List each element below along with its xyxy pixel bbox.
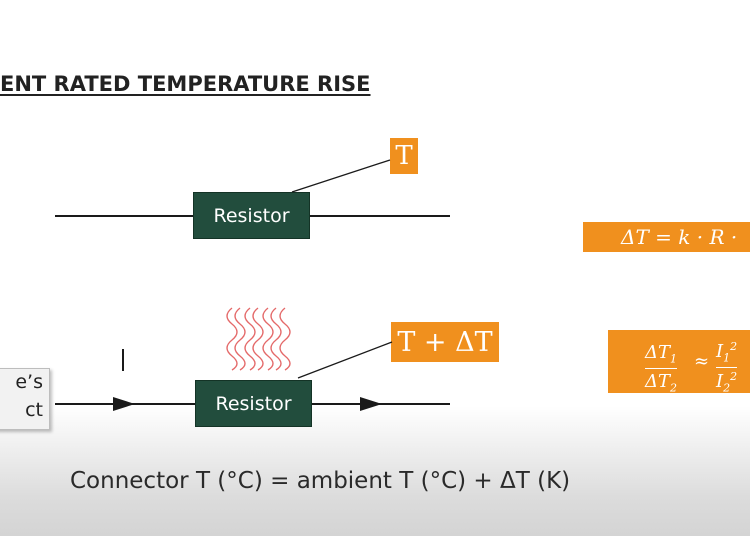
- rhs-denominator: I: [716, 371, 724, 393]
- temperature-rise-label: T + ΔT: [391, 322, 499, 362]
- ratio-right-fraction: I12 I22: [716, 340, 738, 393]
- ratio-left-bar: [645, 367, 678, 370]
- bottom-leader-line: [297, 341, 393, 379]
- bottom-resistor: Resistor: [195, 380, 312, 427]
- temperature-label: T: [390, 138, 418, 174]
- page-title: ENT RATED TEMPERATURE RISE: [0, 72, 371, 96]
- formula-ratio: ΔT1 ΔT2 ≈ I12 I22: [608, 330, 750, 393]
- current-arrow-left: [113, 397, 135, 411]
- ratio-numerator: ΔT: [645, 342, 671, 363]
- side-card-line-2: ct: [25, 399, 43, 421]
- current-symbol: [122, 349, 124, 371]
- ratio-denominator: ΔT: [645, 371, 671, 393]
- bottom-gradient: [0, 406, 750, 536]
- top-resistor: Resistor: [193, 192, 310, 239]
- rhs-numerator: I: [716, 341, 724, 362]
- current-arrow-right: [360, 397, 382, 411]
- ratio-denominator-sub: 2: [670, 381, 678, 393]
- rhs-denominator-sub: 2: [723, 381, 731, 393]
- side-card-line-1: e’s: [15, 371, 43, 393]
- rhs-numerator-sub: 1: [723, 351, 731, 365]
- top-wire-left: [55, 215, 195, 217]
- ratio-right-bar: [716, 366, 738, 369]
- top-leader-line: [291, 159, 391, 193]
- heat-waves-icon: [226, 307, 291, 371]
- connector-temperature-equation: Connector T (°C) = ambient T (°C) + ΔT (…: [70, 468, 571, 494]
- formula-upper-text: ΔT = k · R ·: [621, 225, 738, 249]
- rhs-numerator-sup: 2: [730, 340, 738, 353]
- approx-symbol: ≈: [694, 351, 710, 372]
- ratio-left-fraction: ΔT1 ΔT2: [645, 342, 678, 393]
- side-card: e’s ct: [0, 368, 50, 430]
- formula-upper: ΔT = k · R ·: [583, 222, 750, 252]
- rhs-denominator-sup: 2: [730, 370, 738, 384]
- top-wire-right: [308, 215, 450, 217]
- ratio-numerator-sub: 1: [670, 352, 678, 366]
